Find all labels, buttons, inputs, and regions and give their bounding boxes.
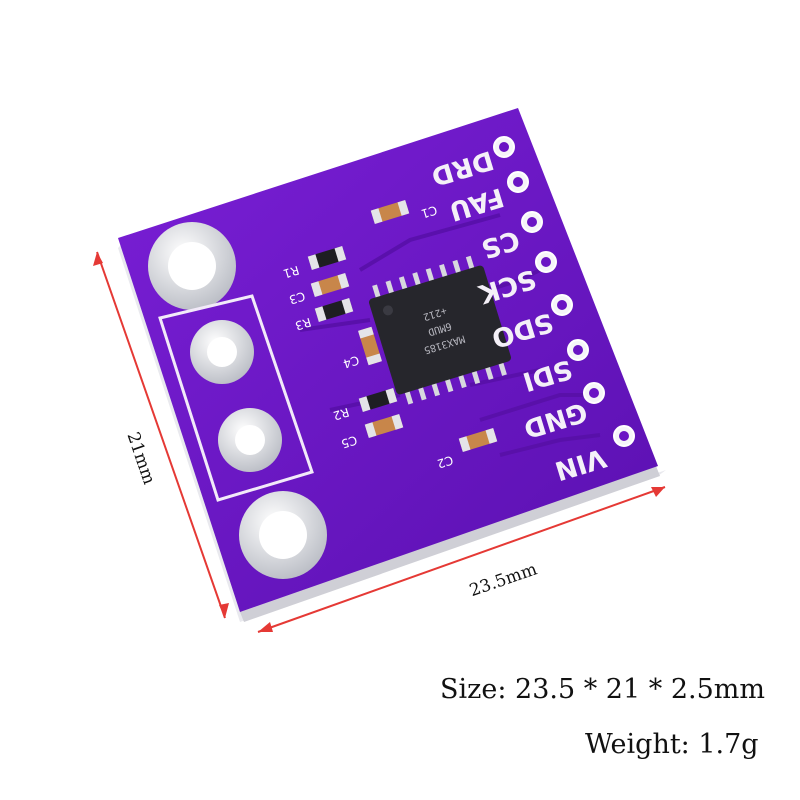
label-c2: C2 bbox=[435, 453, 454, 471]
terminal-pad-2 bbox=[218, 408, 282, 472]
label-r2: R2 bbox=[331, 405, 350, 423]
label-r1: R1 bbox=[281, 263, 300, 281]
label-c1: C1 bbox=[419, 203, 438, 221]
label-r3: R3 bbox=[293, 315, 312, 333]
terminal-outline bbox=[158, 294, 314, 502]
pcb-edge-shadow bbox=[240, 466, 660, 622]
weight-spec: Weight: 1.7g bbox=[585, 729, 759, 760]
label-c3: C3 bbox=[287, 289, 306, 307]
mounting-hole-bottom bbox=[239, 491, 327, 579]
width-dimension-label: 23.5mm bbox=[467, 559, 540, 601]
size-spec: Size: 23.5 * 21 * 2.5mm bbox=[440, 674, 765, 705]
height-dimension-label: 21mm bbox=[123, 430, 159, 487]
mounting-hole-top bbox=[148, 222, 236, 310]
silkscreen-labels: C1 R1 C3 R3 C4 R2 C5 C2 bbox=[281, 203, 454, 471]
label-c5: C5 bbox=[339, 433, 358, 451]
ic-chip: MAX3185 6MUD +212 bbox=[368, 255, 512, 405]
terminal-pad-1 bbox=[190, 320, 254, 384]
label-c4: C4 bbox=[341, 353, 360, 371]
smd-components bbox=[307, 200, 498, 452]
